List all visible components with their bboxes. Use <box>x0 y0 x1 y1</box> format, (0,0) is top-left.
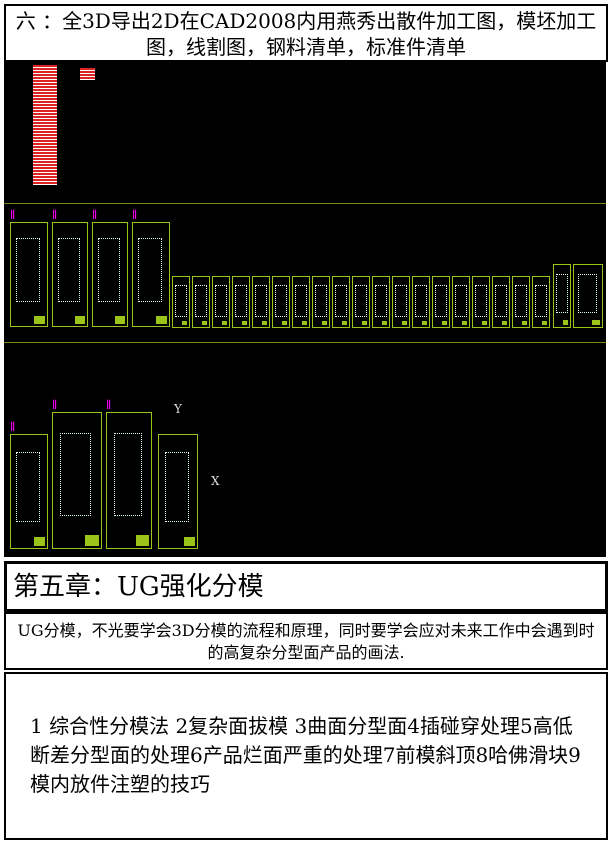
drawing-sheet <box>10 222 48 327</box>
drawing-sheet <box>472 276 490 328</box>
drawing-sheet <box>212 276 230 328</box>
drawing-sheet <box>352 276 370 328</box>
cad-drawing-preview: Y X ∥ ∥ ∥ ∥ ∥ ∥ ∥ <box>4 62 606 557</box>
drawing-sheet <box>553 264 571 328</box>
drawing-sheet <box>532 276 550 328</box>
drawing-sheet <box>512 276 530 328</box>
drawing-sheet <box>52 222 88 327</box>
drawing-sheet <box>106 412 152 549</box>
drawing-sheet <box>192 276 210 328</box>
drawing-sheet <box>292 276 310 328</box>
sheet-marker: ∥ <box>106 400 112 411</box>
drawing-sheet <box>372 276 390 328</box>
drawing-sheet <box>232 276 250 328</box>
steel-list-table <box>33 65 57 185</box>
drawing-sheet <box>492 276 510 328</box>
drawing-sheet <box>332 276 350 328</box>
drawing-sheet <box>10 434 48 549</box>
axis-y-label: Y <box>174 402 182 416</box>
divider <box>4 203 606 204</box>
divider <box>4 342 606 343</box>
sheet-marker: ∥ <box>52 210 58 221</box>
axis-x-label: X <box>211 474 220 488</box>
drawing-sheet <box>132 222 170 327</box>
sheet-marker: ∥ <box>10 210 16 221</box>
chapter-topics: 1 综合性分模法 2复杂面拔模 3曲面分型面4插碰穿处理5高低断差分型面的处理6… <box>4 672 608 840</box>
drawing-sheet <box>272 276 290 328</box>
drawing-sheet <box>52 412 102 549</box>
drawing-sheet <box>158 434 198 549</box>
sheet-marker: ∥ <box>92 210 98 221</box>
section-6-title: 六 ：全3D导出2D在CAD2008内用燕秀出散件加工图，模坯加工图，线割图，钢… <box>4 4 608 62</box>
drawing-sheet <box>172 276 190 328</box>
drawing-sheet <box>252 276 270 328</box>
drawing-sheet <box>452 276 470 328</box>
sheet-marker: ∥ <box>52 400 58 411</box>
drawing-sheet <box>392 276 410 328</box>
chapter-heading: 第五章：UG强化分模 <box>4 561 608 612</box>
sheet-marker: ∥ <box>10 422 16 433</box>
chapter-intro: UG分模，不光要学会3D分模的流程和原理，同时要学会应对未来工作中会遇到时的高复… <box>4 612 608 670</box>
drawing-sheet <box>412 276 430 328</box>
drawing-sheet <box>573 264 603 328</box>
drawing-sheet <box>312 276 330 328</box>
sheet-marker: ∥ <box>132 210 138 221</box>
standard-parts-table <box>80 68 95 80</box>
drawing-sheet <box>92 222 128 327</box>
drawing-sheet <box>432 276 450 328</box>
